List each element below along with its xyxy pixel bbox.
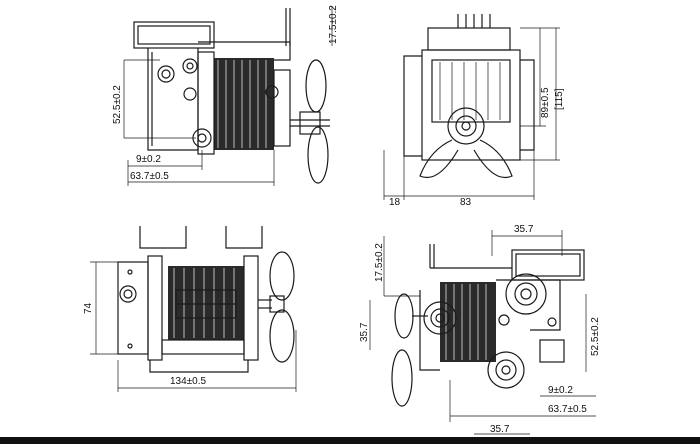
dim-17-5-top: 17.5±0.2 — [328, 5, 339, 44]
dim-18: 18 — [389, 197, 401, 208]
dim-35-7-bottom: 35.7 — [490, 424, 510, 435]
dim-63-7-left: 63.7±0.5 — [130, 171, 169, 182]
dim-134: 134±0.5 — [170, 376, 207, 387]
dim-35-7-top: 35.7 — [514, 224, 534, 235]
dim-17-5-right: 17.5±0.2 — [374, 243, 385, 282]
dim-63-7-right: 63.7±0.5 — [548, 404, 587, 415]
dim-9-right: 9±0.2 — [548, 385, 573, 396]
dim-89: 89±0.5 — [540, 87, 551, 118]
view-top-left: 17.5±0.2 52.5±0.2 9±0.2 63.7±0.5 — [112, 5, 339, 186]
view-bottom-left: 74 134±0.5 — [83, 226, 297, 392]
dim-74: 74 — [83, 302, 94, 314]
dim-9-left: 9±0.2 — [136, 154, 161, 165]
bottom-bar — [0, 437, 700, 444]
view-top-right: 89±0.5 [115] 18 83 — [383, 14, 565, 208]
dim-35-7-left: 35.7 — [359, 322, 370, 342]
dim-83: 83 — [460, 197, 472, 208]
view-bottom-right: 35.7 17.5±0.2 35.7 52.5±0.2 9±0.2 63.7±0… — [359, 224, 601, 435]
dim-52-5-left: 52.5±0.2 — [112, 85, 123, 124]
dim-115: [115] — [554, 88, 565, 110]
dim-52-5-right: 52.5±0.2 — [590, 317, 601, 356]
